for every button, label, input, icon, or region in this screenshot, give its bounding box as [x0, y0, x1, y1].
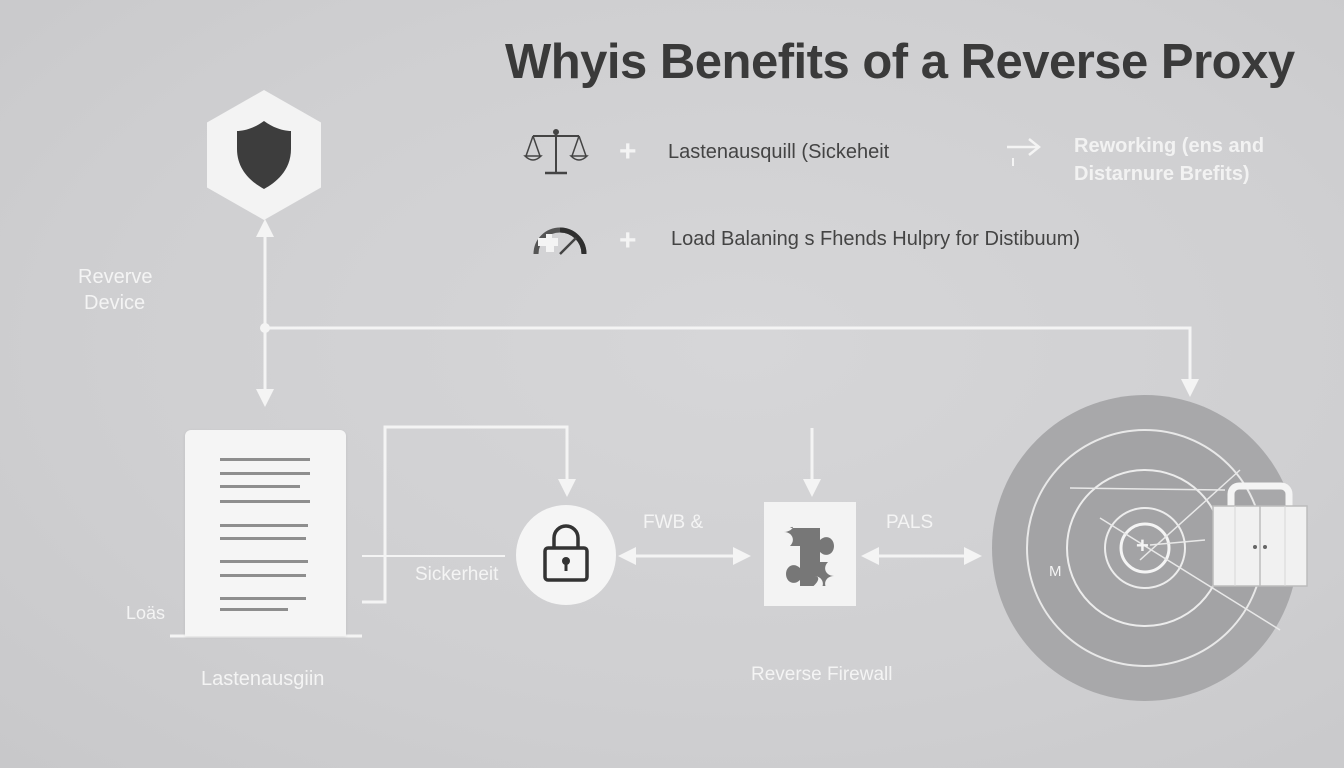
plus-icon: + — [619, 135, 637, 168]
plus-icon: + — [619, 224, 637, 257]
document-line — [220, 537, 306, 540]
lock-icon — [543, 524, 589, 582]
fwb-label: FWB & — [643, 512, 704, 533]
puzzle-icon — [784, 526, 834, 586]
side-note-line-2: Distarnure Brefits) — [1074, 163, 1250, 185]
benefit-item-1: Lastenausquill (Sickeheit — [668, 141, 890, 163]
target-mark: + — [1136, 533, 1149, 558]
reverse-device-label-line-1: Reverve — [78, 266, 153, 288]
document-line — [220, 458, 310, 461]
pals-label: PALS — [886, 512, 934, 533]
document-node — [185, 430, 346, 636]
reverse-device-label-line-2: Device — [84, 292, 146, 314]
shield-icon — [237, 121, 291, 189]
document-line — [220, 597, 306, 600]
firewall-node — [764, 502, 856, 606]
security-lock-node — [516, 505, 616, 605]
document-line — [220, 560, 308, 563]
document-line — [220, 500, 310, 503]
gauge-icon — [533, 227, 587, 255]
document-line — [220, 574, 306, 577]
firewall-label: Reverse Firewall — [751, 664, 893, 685]
document-line — [220, 485, 300, 488]
document-line — [220, 472, 310, 475]
target-mark: M — [1049, 563, 1062, 580]
document-line — [220, 608, 288, 611]
security-label: Sickerheit — [415, 564, 499, 585]
document-label: Lastenausgiin — [201, 668, 325, 690]
locker-icon — [1212, 482, 1308, 587]
benefit-item-2: Load Balaning s Fhends Hulpry for Distib… — [671, 228, 1081, 250]
document-line — [220, 524, 308, 527]
log-label: Loäs — [126, 603, 166, 623]
side-note-line-1: Reworking (ens and — [1074, 135, 1265, 157]
page-title: Whyis Benefits of a Reverse Proxy — [505, 35, 1295, 89]
arrow-right-icon — [1007, 138, 1042, 166]
scale-icon — [523, 129, 589, 175]
